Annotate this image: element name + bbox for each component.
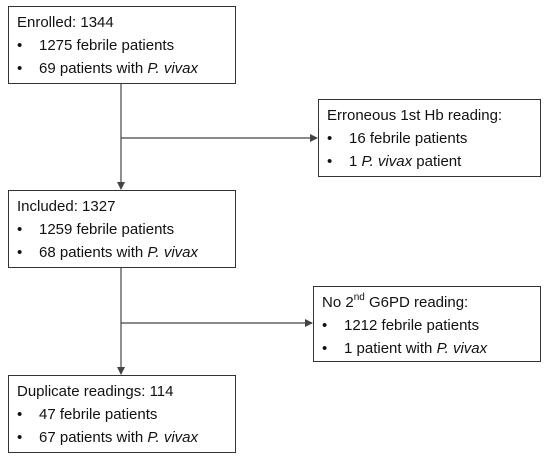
species-name: P. vivax bbox=[436, 340, 488, 357]
hb-febrile-text: 16 febrile patients bbox=[349, 130, 468, 147]
enrolled-vivax-text: 69 patients with P. vivax bbox=[39, 57, 198, 80]
included-box: Included: 1327 • 1259 febrile patients •… bbox=[8, 190, 236, 268]
g6pd-bullet-febrile: • 1212 febrile patients bbox=[322, 314, 532, 337]
included-bullet-febrile: • 1259 febrile patients bbox=[17, 218, 227, 241]
included-vivax-text: 68 patients with P. vivax bbox=[39, 241, 198, 264]
enrolled-bullet-vivax: • 69 patients with P. vivax bbox=[17, 57, 227, 80]
species-name: P. vivax bbox=[361, 153, 413, 170]
no-second-g6pd-box: No 2nd G6PD reading: • 1212 febrile pati… bbox=[313, 286, 541, 362]
included-febrile-text: 1259 febrile patients bbox=[39, 221, 175, 238]
hb-vivax-suffix: patient bbox=[412, 153, 462, 170]
bullet-dot: • bbox=[327, 153, 333, 170]
g6pd-title-suffix: G6PD reading: bbox=[364, 294, 469, 311]
bullet-dot: • bbox=[17, 406, 23, 423]
hb-vivax-text: 1 P. vivax patient bbox=[349, 150, 461, 173]
enrolled-vivax-count: 69 patients with bbox=[39, 60, 148, 77]
g6pd-bullet-vivax: • 1 patient with P. vivax bbox=[322, 337, 532, 360]
g6pd-title-prefix: No 2 bbox=[322, 294, 354, 311]
g6pd-febrile-text: 1212 febrile patients bbox=[344, 317, 480, 334]
included-title: Included: 1327 bbox=[17, 198, 116, 215]
bullet-dot: • bbox=[17, 37, 23, 54]
duplicate-bullet-febrile: • 47 febrile patients bbox=[17, 403, 227, 426]
enrolled-title: Enrolled: 1344 bbox=[17, 14, 114, 31]
bullet-dot: • bbox=[322, 317, 328, 334]
duplicate-vivax-count: 67 patients with bbox=[39, 429, 148, 446]
bullet-dot: • bbox=[327, 130, 333, 147]
erroneous-hb-title: Erroneous 1st Hb reading: bbox=[327, 107, 503, 124]
bullet-dot: • bbox=[322, 340, 328, 357]
included-bullet-vivax: • 68 patients with P. vivax bbox=[17, 241, 227, 264]
hb-bullet-vivax: • 1 P. vivax patient bbox=[327, 150, 532, 173]
species-name: P. vivax bbox=[147, 244, 198, 261]
enrolled-febrile-text: 1275 febrile patients bbox=[39, 37, 175, 54]
g6pd-vivax-count: 1 patient with bbox=[344, 340, 437, 357]
species-name: P. vivax bbox=[147, 429, 198, 446]
duplicate-vivax-text: 67 patients with P. vivax bbox=[39, 426, 198, 449]
bullet-dot: • bbox=[17, 60, 23, 77]
enrolled-bullet-febrile: • 1275 febrile patients bbox=[17, 34, 227, 57]
enrolled-box: Enrolled: 1344 • 1275 febrile patients •… bbox=[8, 6, 236, 84]
erroneous-hb-box: Erroneous 1st Hb reading: • 16 febrile p… bbox=[318, 99, 541, 177]
bullet-dot: • bbox=[17, 221, 23, 238]
duplicate-readings-box: Duplicate readings: 114 • 47 febrile pat… bbox=[8, 375, 236, 453]
bullet-dot: • bbox=[17, 244, 23, 261]
bullet-dot: • bbox=[17, 429, 23, 446]
duplicate-readings-title: Duplicate readings: 114 bbox=[17, 383, 174, 400]
species-name: P. vivax bbox=[147, 60, 198, 77]
hb-bullet-febrile: • 16 febrile patients bbox=[327, 127, 532, 150]
hb-vivax-count: 1 bbox=[349, 153, 362, 170]
included-vivax-count: 68 patients with bbox=[39, 244, 148, 261]
duplicate-bullet-vivax: • 67 patients with P. vivax bbox=[17, 426, 227, 449]
g6pd-title-ordinal: nd bbox=[353, 292, 365, 303]
no-second-g6pd-title: No 2nd G6PD reading: bbox=[322, 291, 532, 314]
duplicate-febrile-text: 47 febrile patients bbox=[39, 406, 158, 423]
g6pd-vivax-text: 1 patient with P. vivax bbox=[344, 337, 487, 360]
